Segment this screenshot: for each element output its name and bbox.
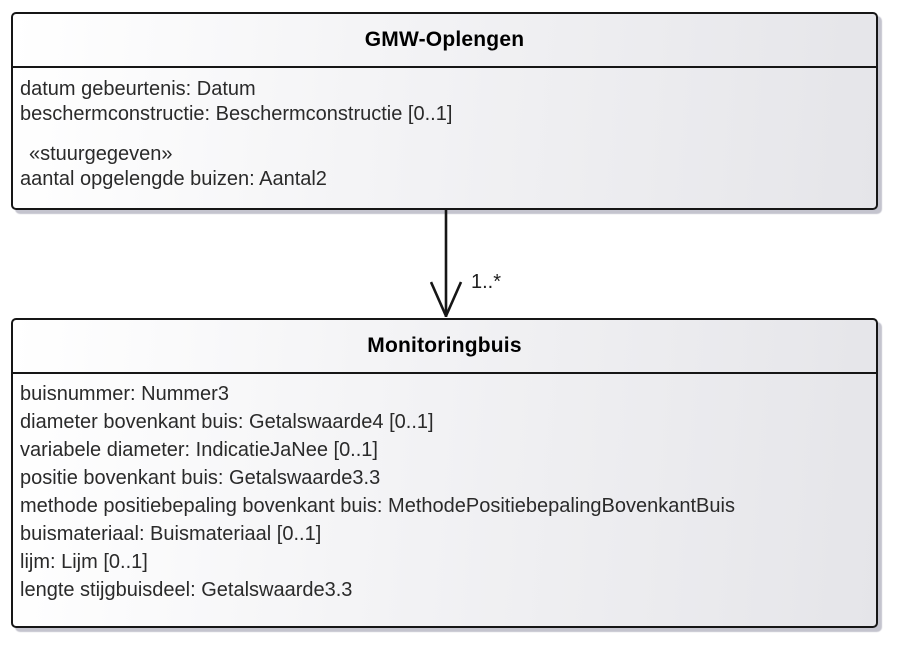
attribute-line: variabele diameter: IndicatieJaNee [0..1… — [20, 439, 378, 461]
class-monitoringbuis-attributes-compartment: buisnummer: Nummer3 diameter bovenkant bu… — [13, 374, 876, 604]
attribute-list: datum gebeurtenis: Datum beschermconstruc… — [20, 77, 870, 127]
attribute-line: buisnummer: Nummer3 — [20, 383, 229, 405]
class-gmw-oplengen-attributes-compartment: datum gebeurtenis: Datum beschermconstruc… — [13, 68, 876, 192]
attribute-line: methode positiebepaling bovenkant buis: … — [20, 495, 735, 517]
attribute-line: buismateriaal: Buismateriaal [0..1] — [20, 523, 322, 545]
class-monitoringbuis[interactable]: Monitoringbuis buisnummer: Nummer3 diamet… — [11, 318, 878, 628]
attribute-line: lijm: Lijm [0..1] — [20, 551, 148, 573]
class-name: Monitoringbuis — [367, 334, 522, 357]
class-name: GMW-Oplengen — [364, 28, 525, 51]
class-monitoringbuis-title-bar: Monitoringbuis — [13, 320, 876, 374]
class-gmw-oplengen[interactable]: GMW-Oplengen datum gebeurtenis: Datum bes… — [11, 12, 878, 210]
attribute-line: diameter bovenkant buis: Getalswaarde4 [… — [20, 411, 434, 433]
attribute-line: datum gebeurtenis: Datum — [20, 78, 256, 100]
attribute-line: positie bovenkant buis: Getalswaarde3.3 — [20, 467, 381, 489]
attribute-list: buisnummer: Nummer3 diameter bovenkant bu… — [20, 380, 870, 604]
association-arrow[interactable] — [430, 210, 520, 320]
stereotype-attribute-list: aantal opgelengde buizen: Aantal2 — [20, 167, 870, 192]
class-gmw-oplengen-title-bar: GMW-Oplengen — [13, 14, 876, 68]
attribute-line: beschermconstructie: Beschermconstructie… — [20, 103, 453, 125]
attribute-line: lengte stijgbuisdeel: Getalswaarde3.3 — [20, 579, 353, 601]
attribute-line: aantal opgelengde buizen: Aantal2 — [20, 168, 327, 190]
stereotype-label: «stuurgegeven» — [29, 143, 173, 165]
multiplicity-label: 1..* — [471, 271, 502, 293]
